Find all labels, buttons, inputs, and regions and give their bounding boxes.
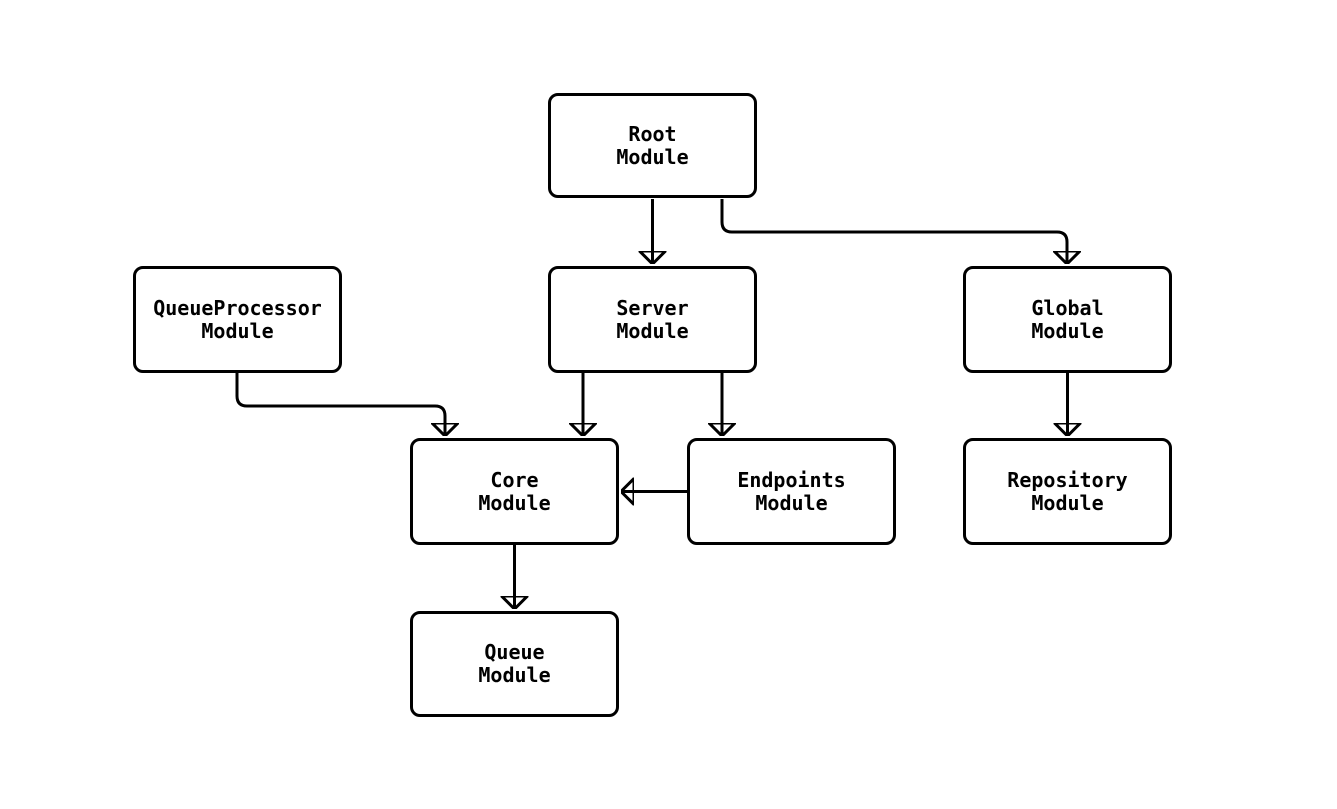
node-core-module: Core Module xyxy=(410,438,619,545)
node-server-module: Server Module xyxy=(548,266,757,373)
node-repository-module: Repository Module xyxy=(963,438,1172,545)
node-queueprocessor-module: QueueProcessor Module xyxy=(133,266,342,373)
node-queue-module: Queue Module xyxy=(410,611,619,717)
edge-queueprocessor-to-core xyxy=(235,372,445,435)
node-global-module: Global Module xyxy=(963,266,1172,373)
edge-root-to-global xyxy=(720,199,1067,263)
node-endpoints-module: Endpoints Module xyxy=(687,438,896,545)
node-root-module: Root Module xyxy=(548,93,757,198)
